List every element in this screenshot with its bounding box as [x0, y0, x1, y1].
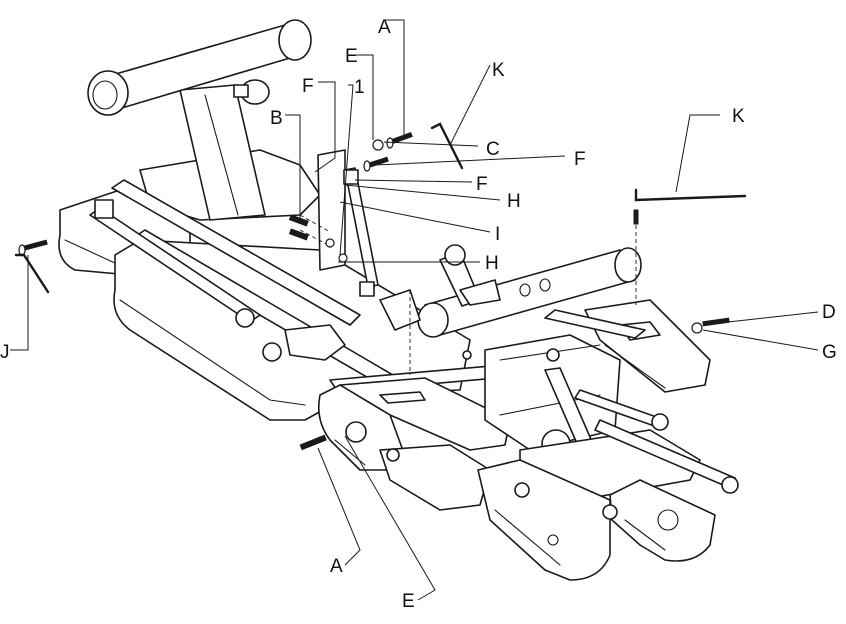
center-pedal-arm — [439, 244, 501, 307]
allen-key-left — [14, 253, 50, 294]
label-k-right: K — [732, 106, 745, 127]
front-right-foot-pads — [477, 459, 716, 581]
label-d: D — [822, 302, 836, 323]
adjustment-knobs — [345, 348, 560, 462]
label-c: C — [486, 139, 500, 160]
allen-key-right — [634, 188, 747, 202]
label-h-upper: H — [507, 191, 521, 212]
lower-middle-foot-pad — [317, 377, 511, 511]
label-h-lower: H — [485, 253, 499, 274]
label-e-top: E — [345, 46, 358, 67]
leader-lines — [10, 19, 819, 601]
label-e-bottom: E — [402, 591, 415, 612]
label-g: G — [822, 342, 837, 363]
label-f-right: F — [574, 149, 586, 170]
front-left-rail — [89, 199, 346, 362]
label-b: B — [270, 108, 283, 129]
label-a-top: A — [378, 17, 391, 38]
top-handlebar — [87, 19, 312, 116]
upright-post — [179, 84, 266, 221]
callout-labels: A E K F 1 B C F F H I H K D G J A E — [0, 17, 837, 612]
label-a-bottom: A — [330, 556, 343, 577]
label-j: J — [0, 342, 10, 363]
alignment-lines — [299, 214, 637, 375]
label-k-top: K — [492, 60, 505, 81]
label-f-mid: F — [476, 174, 488, 195]
handlebar-knob — [233, 79, 270, 105]
hardware-bolts — [18, 132, 730, 451]
allen-key-top — [430, 122, 464, 170]
label-f-top: F — [302, 76, 314, 97]
label-one: 1 — [354, 77, 365, 98]
label-i: I — [495, 224, 500, 245]
